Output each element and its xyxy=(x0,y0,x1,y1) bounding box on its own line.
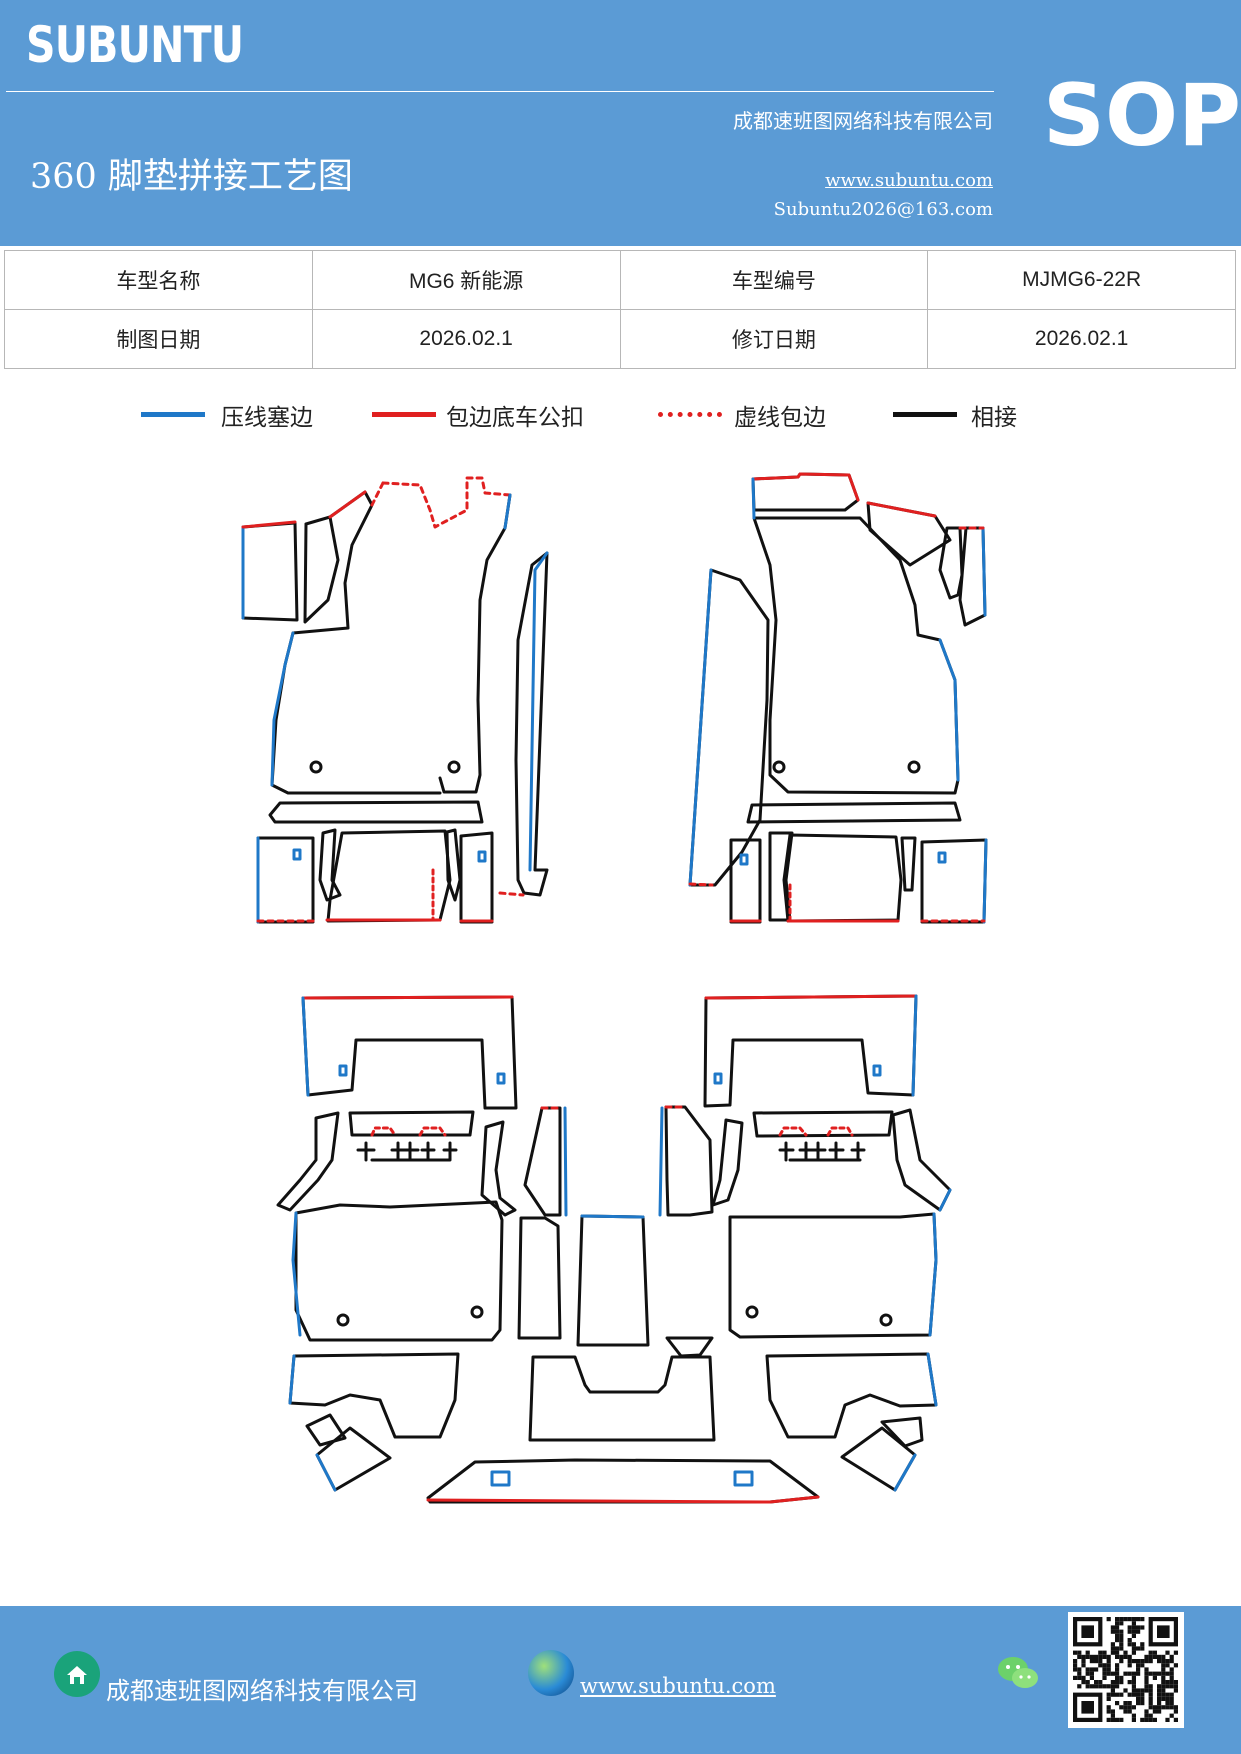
header-url-link[interactable]: www.subuntu.com xyxy=(825,170,993,191)
model-name-value: MG6 新能源 xyxy=(311,250,621,310)
model-code-value: MJMG6-22R xyxy=(927,250,1236,310)
legend-label: 虚线包边 xyxy=(734,405,826,431)
brand-logo: SUBUNTU xyxy=(26,16,244,74)
wechat-icon[interactable] xyxy=(996,1654,1042,1694)
front-left-mat xyxy=(241,476,549,924)
page-footer: 成都速班图网络科技有限公司 www.subuntu.com xyxy=(0,1606,1241,1754)
header-company: 成都速班图网络科技有限公司 xyxy=(733,109,993,133)
draw-date-value: 2026.02.1 xyxy=(311,309,621,369)
page-header: SUBUNTU 成都速班图网络科技有限公司 360 脚垫拼接工艺图 www.su… xyxy=(0,0,1241,246)
qr-code xyxy=(1068,1612,1184,1728)
header-email: Subuntu2026@163.com xyxy=(773,199,993,220)
legend-label: 压线塞边 xyxy=(221,405,313,431)
legend: 压线塞边 包边底车公扣 虚线包边 相接 xyxy=(0,398,1241,438)
footer-url-link[interactable]: www.subuntu.com xyxy=(580,1674,776,1698)
legend-swatch-red xyxy=(372,412,436,417)
table-row: 车型名称 MG6 新能源 车型编号 MJMG6-22R xyxy=(4,250,1236,310)
info-table: 车型名称 MG6 新能源 车型编号 MJMG6-22R 制图日期 2026.02… xyxy=(4,250,1236,369)
legend-swatch-blue xyxy=(141,412,205,417)
draw-date-label: 制图日期 xyxy=(4,309,313,369)
document-title: 360 脚垫拼接工艺图 xyxy=(30,157,353,197)
legend-label: 包边底车公扣 xyxy=(446,405,584,431)
legend-swatch-black xyxy=(893,412,957,417)
rear-right-mat xyxy=(658,994,952,1492)
center-pieces xyxy=(426,1214,820,1504)
header-divider xyxy=(6,91,994,92)
legend-swatch-red-dotted xyxy=(658,412,722,417)
floor-mat-diagram xyxy=(241,472,988,1504)
front-right-mat xyxy=(688,472,988,924)
table-row: 制图日期 2026.02.1 修订日期 2026.02.1 xyxy=(4,309,1236,369)
rear-left-mat xyxy=(276,995,568,1492)
legend-label: 相接 xyxy=(971,405,1017,431)
model-name-label: 车型名称 xyxy=(4,250,313,310)
footer-company: 成都速班图网络科技有限公司 xyxy=(106,1677,418,1705)
sop-badge: SOP xyxy=(1043,66,1241,166)
model-code-label: 车型编号 xyxy=(619,250,929,310)
revise-date-value: 2026.02.1 xyxy=(927,309,1236,369)
revise-date-label: 修订日期 xyxy=(619,309,929,369)
home-icon xyxy=(54,1651,100,1697)
globe-icon xyxy=(528,1650,574,1696)
